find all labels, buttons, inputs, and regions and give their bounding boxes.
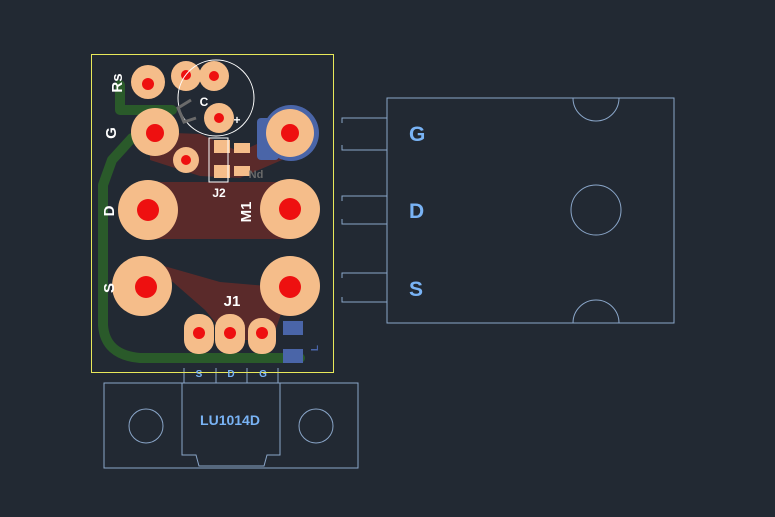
lu-mounting-hole-left bbox=[128, 408, 164, 444]
smd-pad-j2-3 bbox=[234, 143, 250, 153]
silk-ghost-mark bbox=[176, 98, 197, 124]
connector-pin-label-g: G bbox=[259, 369, 267, 380]
board-outline bbox=[91, 54, 334, 373]
smd-pad-j2-4 bbox=[234, 166, 250, 176]
to220-top-notch bbox=[572, 97, 620, 122]
label-capacitor-plus: + bbox=[233, 113, 240, 127]
to220-lead-d bbox=[341, 195, 387, 225]
label-j2: J2 bbox=[212, 186, 226, 200]
to220-pin-label-d: D bbox=[409, 200, 424, 223]
silk-capacitor-outline bbox=[177, 59, 255, 137]
to220-body-outline bbox=[386, 97, 675, 324]
board-labels: Rs G D S C + J2 M1 J1 bbox=[101, 73, 255, 310]
lu-mounting-hole-right bbox=[298, 408, 334, 444]
connector-pin-label-s: S bbox=[196, 369, 203, 380]
to220-lead-g bbox=[341, 117, 387, 151]
lu-part-label: LU1014D bbox=[200, 412, 260, 428]
label-s: S bbox=[101, 283, 118, 293]
to220-pin-labels: G D S bbox=[409, 123, 425, 301]
lu-package-outline bbox=[103, 368, 359, 469]
lu-base-outline bbox=[103, 382, 359, 469]
to220-pin-label-g: G bbox=[409, 123, 425, 146]
label-capacitor: C bbox=[200, 95, 209, 109]
label-g: G bbox=[103, 127, 120, 139]
label-j1: J1 bbox=[224, 293, 241, 310]
to220-pin-label-s: S bbox=[409, 278, 423, 301]
label-rs: Rs bbox=[109, 73, 126, 92]
smd-pad-j2-2 bbox=[214, 165, 230, 178]
to220-bottom-notch bbox=[572, 299, 620, 324]
to220-package-outline bbox=[341, 97, 675, 324]
to220-lead-s bbox=[341, 272, 387, 303]
blue-smd-pad-bottom bbox=[283, 349, 303, 363]
green-trace-loop bbox=[98, 133, 305, 363]
blue-smd-pad-top bbox=[283, 321, 303, 335]
connector-pin-labels: S D G bbox=[196, 369, 267, 380]
silk-ghost-label: Nd bbox=[249, 169, 264, 181]
smd-pad-j2-1 bbox=[214, 140, 230, 153]
to220-mounting-hole bbox=[570, 184, 622, 236]
lu-body-outline bbox=[181, 383, 281, 467]
label-d: D bbox=[101, 205, 118, 216]
lu-lead-lines bbox=[183, 368, 279, 383]
silkscreen bbox=[176, 59, 255, 183]
copper-traces bbox=[148, 132, 290, 340]
connector-pin-label-d: D bbox=[227, 369, 234, 380]
silk-j2-outline bbox=[208, 137, 229, 183]
blue-smd-mirrored-label: L bbox=[310, 345, 321, 351]
label-m1: M1 bbox=[238, 202, 255, 223]
